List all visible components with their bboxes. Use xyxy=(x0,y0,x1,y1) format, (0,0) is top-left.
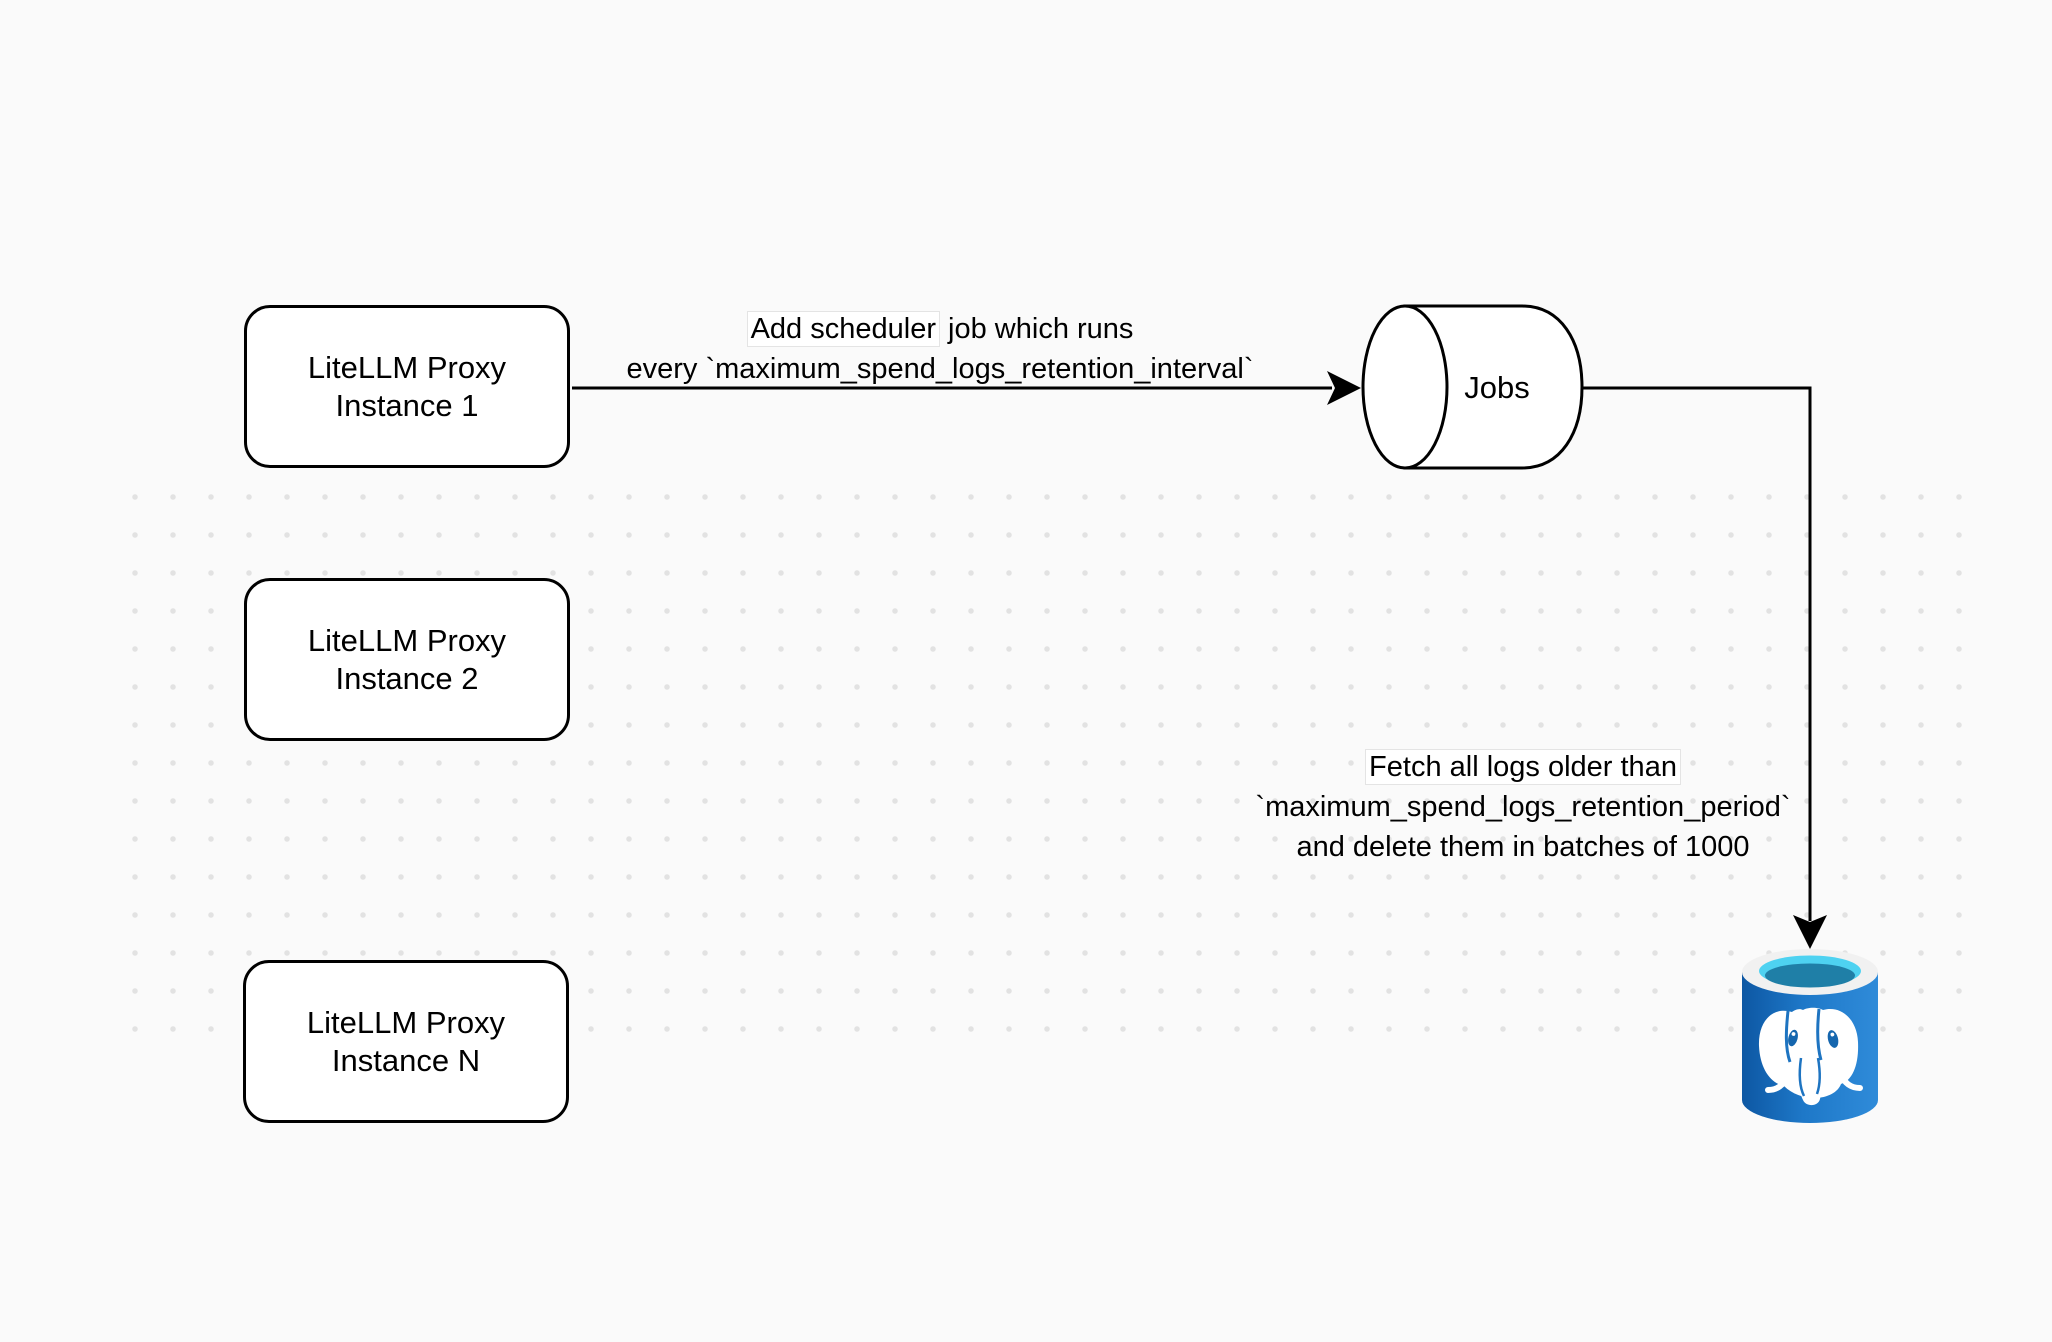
jobs-datastore-shape xyxy=(1361,304,1584,470)
annotation-line: Fetch all logs older than xyxy=(1173,747,1873,787)
scheduler-edge-annotation: Add scheduler job which runs every `maxi… xyxy=(590,309,1290,389)
annotation-line: Add scheduler job which runs xyxy=(590,309,1290,349)
node-litellm-proxy-instance-n: LiteLLM Proxy Instance N xyxy=(243,960,569,1123)
node-label-line: Instance 1 xyxy=(335,387,479,423)
node-label-line: LiteLLM Proxy xyxy=(307,349,507,385)
node-litellm-proxy-instance-1: LiteLLM Proxy Instance 1 xyxy=(244,305,570,468)
postgresql-icon xyxy=(1742,949,1878,1123)
jobs-datastore-label: Jobs xyxy=(1464,370,1530,405)
annotation-highlight: Fetch all logs older than xyxy=(1365,749,1681,785)
node-label-line: LiteLLM Proxy xyxy=(306,1004,506,1040)
cleanup-arrow xyxy=(1582,386,1827,949)
node-label-line: Instance 2 xyxy=(335,660,479,696)
annotation-highlight: Add scheduler xyxy=(746,311,940,347)
annotation-line: `maximum_spend_logs_retention_period` xyxy=(1255,791,1791,823)
node-label-line: LiteLLM Proxy xyxy=(307,622,507,658)
node-litellm-proxy-instance-2: LiteLLM Proxy Instance 2 xyxy=(244,578,570,741)
node-label-line: Instance N xyxy=(331,1042,481,1078)
postgresql-elephant xyxy=(1758,1007,1863,1106)
cleanup-edge-annotation: Fetch all logs older than `maximum_spend… xyxy=(1173,747,1873,867)
scheduler-arrow xyxy=(572,371,1361,405)
annotation-line: every `maximum_spend_logs_retention_inte… xyxy=(626,353,1254,385)
annotation-line: and delete them in batches of 1000 xyxy=(1296,831,1750,863)
